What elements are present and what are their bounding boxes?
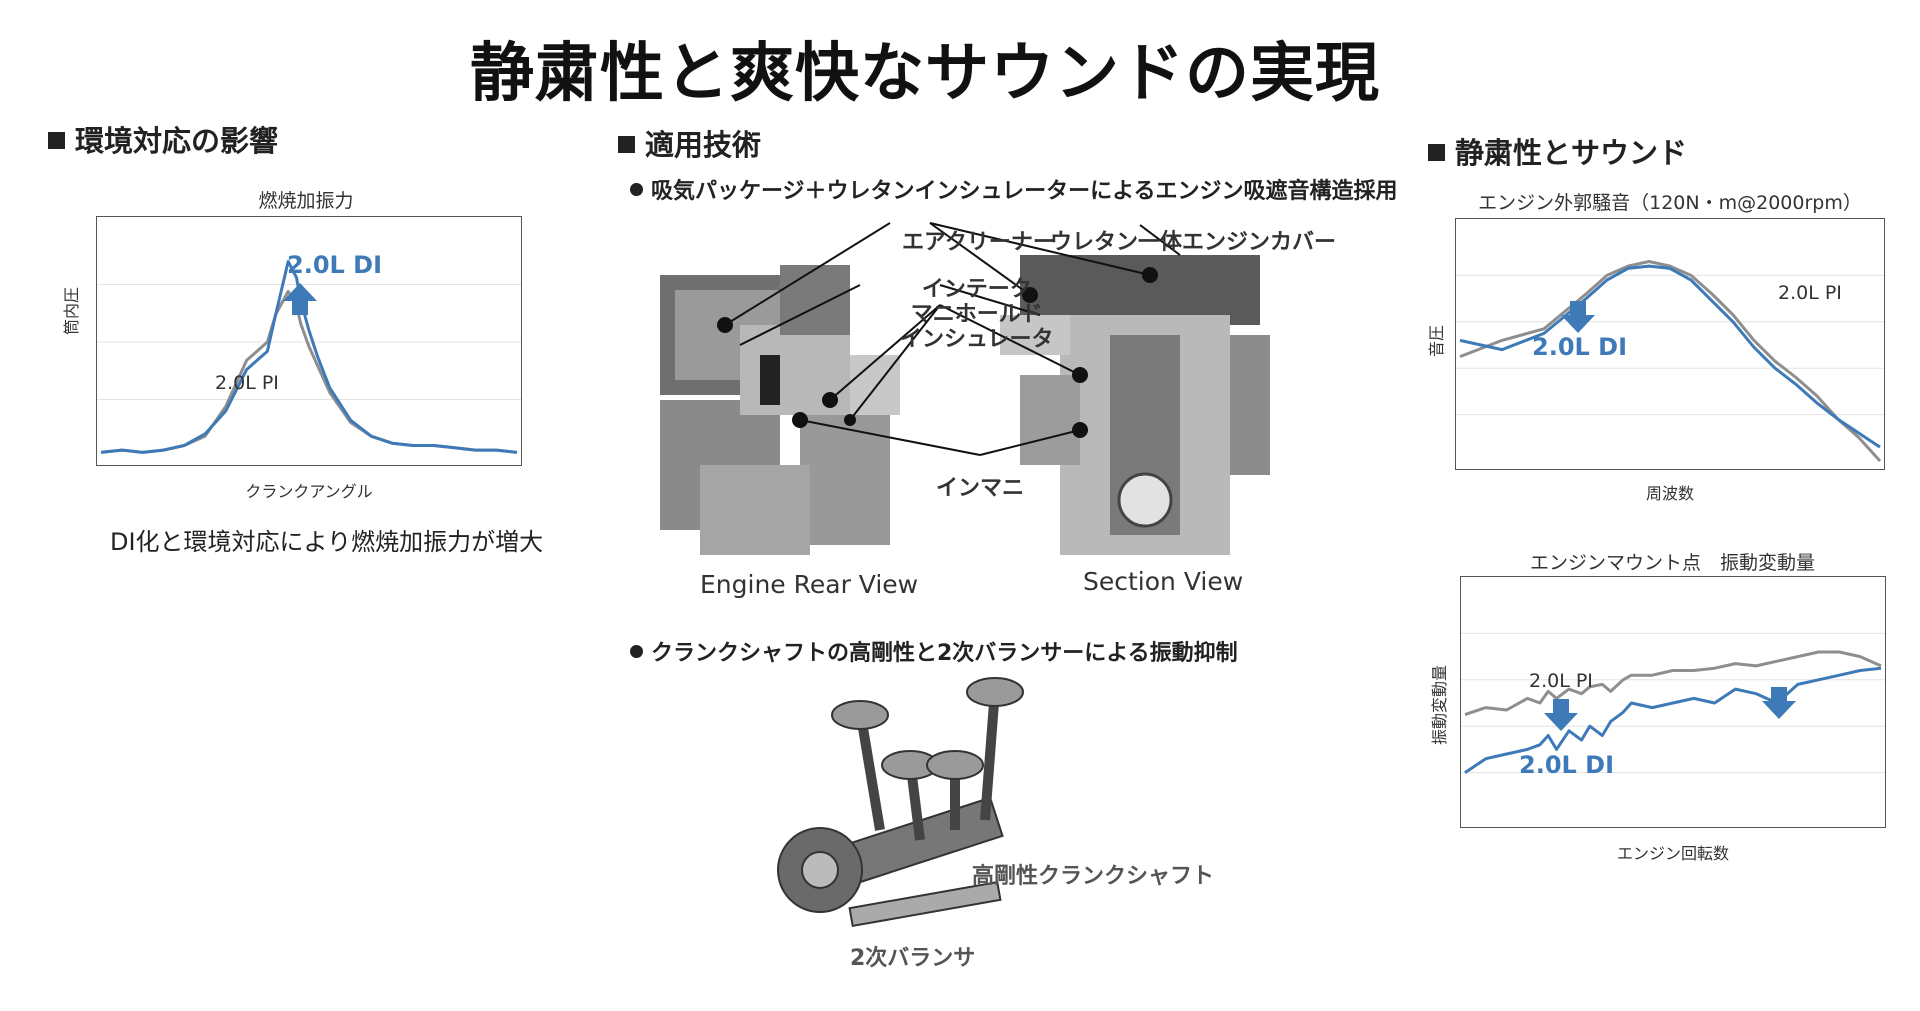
- middle-bullet-1-text: 吸気パッケージ＋ウレタンインシュレーターによるエンジン吸遮音構造採用: [651, 179, 1398, 204]
- chart3-plot: 2.0L PI 2.0L DI: [1460, 576, 1886, 828]
- callout-urethan-cover: ウレタン一体エンジンカバー: [1050, 230, 1337, 255]
- chart3-series-pi-line: [1464, 650, 1882, 717]
- chart3-down-arrow-icon-2: [1762, 687, 1796, 719]
- chart1-pi-label: 2.0L PI: [215, 372, 279, 394]
- square-bullet-icon: [618, 136, 635, 153]
- dot-bullet-icon: [630, 645, 643, 658]
- middle-bullet-2: クランクシャフトの高剛性と2次バランサーによる振動抑制: [630, 635, 1238, 667]
- section-view-label: Section View: [1083, 567, 1244, 596]
- right-section-heading-text: 静粛性とサウンド: [1455, 136, 1688, 170]
- chart2-di-label: 2.0L DI: [1532, 333, 1627, 361]
- dot-bullet-icon: [630, 183, 643, 196]
- engine-rear-view-drawing: [660, 265, 900, 555]
- callout-line-1: インテーク: [921, 277, 1032, 302]
- chart3-xlabel: エンジン回転数: [1616, 844, 1729, 863]
- square-bullet-icon: [48, 132, 65, 149]
- chart3-pi-label: 2.0L PI: [1529, 670, 1593, 692]
- chart1-di-label: 2.0L DI: [287, 251, 382, 279]
- callout-crankshaft: 高剛性クランクシャフト: [972, 864, 1215, 889]
- square-bullet-icon: [1428, 144, 1445, 161]
- chart2-plot: 2.0L PI 2.0L DI: [1455, 218, 1885, 470]
- chart2-down-arrow-icon: [1561, 301, 1595, 333]
- chart2-svg: 2.0L PI 2.0L DI: [1456, 260, 1884, 463]
- crankshaft-illustration: [777, 677, 1024, 928]
- middle-section-heading-text: 適用技術: [645, 128, 762, 162]
- chart2-ylabel: 音圧: [1427, 324, 1446, 357]
- chart2-series-pi-line: [1459, 260, 1882, 463]
- middle-section-heading: 適用技術: [618, 122, 761, 164]
- callout-intake-manifold-insulator: インテーク マニホールド インシュレータ: [900, 277, 1054, 352]
- callout-balancer: 2次バランサ: [850, 946, 976, 971]
- chart1-series-di-line: [100, 260, 518, 454]
- chart1-svg: 2.0L DI 2.0L PI: [97, 251, 521, 454]
- right-section-heading: 静粛性とサウンド: [1428, 130, 1687, 172]
- chart3-title: エンジンマウント点 振動変動量: [1529, 552, 1815, 574]
- callout-inmani: インマニ: [936, 476, 1025, 501]
- chart1-plot: 2.0L DI 2.0L PI: [96, 216, 522, 466]
- chart1-series-pi-line: [100, 289, 518, 454]
- chart3-series-di-line: [1464, 666, 1882, 774]
- middle-bullet-2-text: クランクシャフトの高剛性と2次バランサーによる振動抑制: [651, 641, 1238, 666]
- left-caption: DI化と環境対応により燃焼加振力が増大: [110, 528, 544, 556]
- chart1-xlabel: クランクアングル: [245, 482, 373, 501]
- chart2-pi-label: 2.0L PI: [1778, 282, 1842, 304]
- chart3-down-arrow-icon-1: [1544, 699, 1578, 731]
- left-section-heading: 環境対応の影響: [48, 118, 278, 160]
- engine-rear-view-label: Engine Rear View: [700, 570, 919, 599]
- engine-illustration: [660, 222, 1270, 555]
- chart2-title: エンジン外郭騒音（120N・m@2000rpm）: [1478, 192, 1862, 214]
- chart3-di-label: 2.0L DI: [1519, 751, 1614, 779]
- chart2-xlabel: 周波数: [1645, 484, 1694, 503]
- callout-lines: [717, 222, 1181, 456]
- left-section-heading-text: 環境対応の影響: [75, 124, 279, 158]
- chart1-title: 燃焼加振力: [258, 190, 354, 212]
- chart3-ylabel: 振動変動量: [1430, 664, 1449, 745]
- engine-section-view-drawing: [1000, 255, 1270, 555]
- chart3-svg: 2.0L PI 2.0L DI: [1461, 632, 1885, 779]
- callout-air-cleaner: エアクリーナー: [902, 230, 1055, 255]
- middle-bullet-1: 吸気パッケージ＋ウレタンインシュレーターによるエンジン吸遮音構造採用: [630, 173, 1397, 205]
- callout-line-2: マニホールド: [910, 302, 1043, 327]
- callout-line-3: インシュレータ: [900, 327, 1054, 352]
- chart1-ylabel: 筒内圧: [62, 286, 81, 335]
- page-title: 静粛性と爽快なサウンドの実現: [470, 37, 1380, 111]
- chart1-up-arrow-icon: [283, 283, 317, 315]
